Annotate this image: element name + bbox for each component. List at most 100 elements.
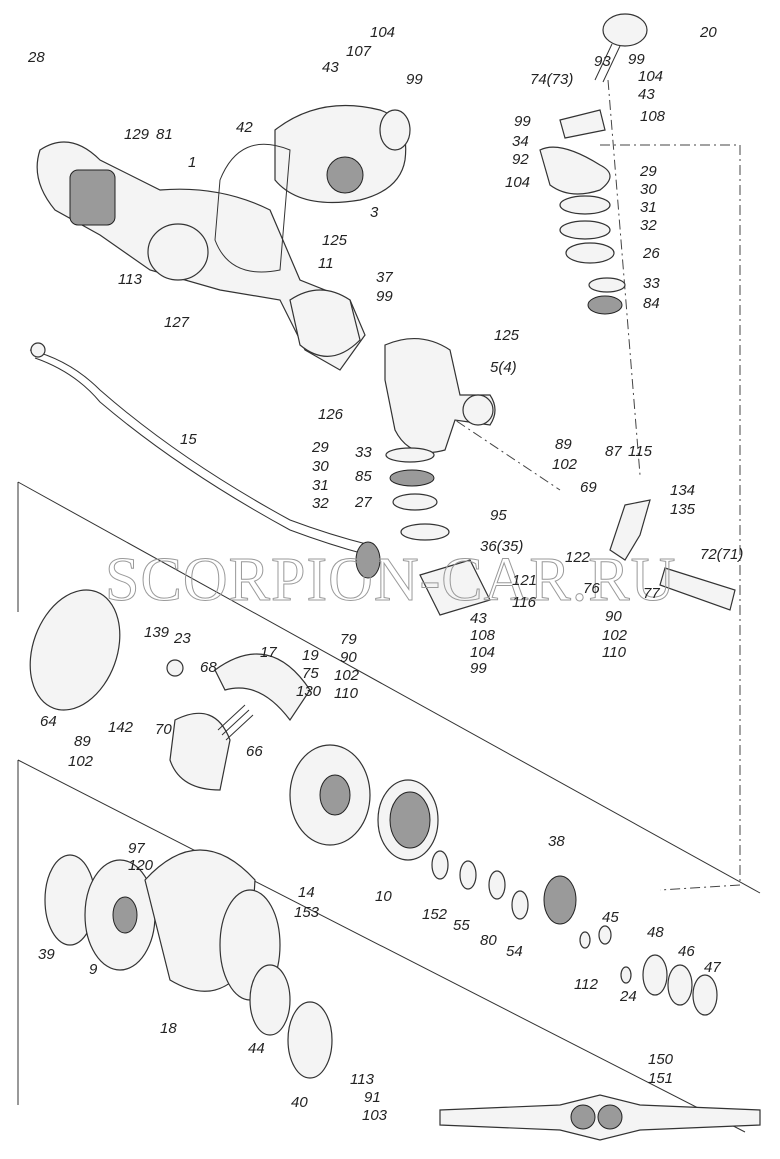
part-number-label: 24 xyxy=(619,988,637,1005)
part-number-label: 45 xyxy=(602,909,619,926)
part-number-label: 125 xyxy=(494,327,520,344)
part-number-label: 97 xyxy=(128,840,145,857)
part-number-label: 11 xyxy=(318,255,334,272)
part-number-label: 55 xyxy=(453,917,470,934)
part-number-label: 17 xyxy=(260,644,277,661)
part-number-label: 129 xyxy=(124,126,150,143)
part-number-label: 42 xyxy=(236,119,253,136)
part-number-label: 28 xyxy=(27,49,45,66)
part-number-label: 89 xyxy=(74,733,91,750)
part-number-label: 110 xyxy=(334,685,359,702)
part-number-label: 44 xyxy=(248,1040,265,1057)
part-number-label: 43 xyxy=(322,59,339,76)
part-number-label: 152 xyxy=(422,906,448,923)
part-number-label: 48 xyxy=(647,924,664,941)
tie-rod xyxy=(29,342,381,579)
part-number-label: 40 xyxy=(291,1094,308,1111)
part-number-label: 127 xyxy=(164,314,190,331)
part-number-label: 151 xyxy=(648,1070,673,1087)
part-number-label: 54 xyxy=(506,943,523,960)
part-number-label: 139 xyxy=(144,624,170,641)
part-number-label: 34 xyxy=(512,133,529,150)
part-number-label: 43 xyxy=(470,610,487,627)
part-number-label: 116 xyxy=(512,594,537,611)
part-number-label: 99 xyxy=(406,71,423,88)
wheel-hub xyxy=(289,744,718,1016)
part-number-label: 10 xyxy=(375,888,392,905)
part-number-label: 142 xyxy=(108,719,134,736)
part-number-label: 33 xyxy=(355,444,372,461)
slack-adjuster xyxy=(609,499,736,611)
part-number-label: 30 xyxy=(312,458,329,475)
brake-drum xyxy=(44,849,333,1079)
half-shaft xyxy=(439,1094,761,1141)
part-number-label: 79 xyxy=(340,631,357,648)
part-number-label: 91 xyxy=(364,1089,381,1106)
part-number-label: 99 xyxy=(628,51,645,68)
part-number-label: 104 xyxy=(370,24,395,41)
part-number-label: 36(35) xyxy=(480,538,523,555)
part-number-label: 120 xyxy=(128,857,154,874)
steering-knuckle xyxy=(384,337,496,616)
part-number-label: 68 xyxy=(200,659,217,676)
part-number-label: 9 xyxy=(89,961,98,978)
part-number-label: 102 xyxy=(334,667,360,684)
part-number-label: 18 xyxy=(160,1020,177,1037)
part-number-label: 69 xyxy=(580,479,597,496)
part-number-label: 122 xyxy=(565,549,591,566)
part-number-label: 110 xyxy=(602,644,627,661)
part-number-label: 112 xyxy=(574,976,599,993)
kingpin-stack xyxy=(539,146,626,315)
part-number-label: 102 xyxy=(602,627,628,644)
part-number-label: 99 xyxy=(376,288,393,305)
part-number-label: 90 xyxy=(340,649,357,666)
part-number-label: 31 xyxy=(312,477,329,494)
part-number-label: 80 xyxy=(480,932,497,949)
part-number-label: 33 xyxy=(643,275,660,292)
part-number-label: 125 xyxy=(322,232,348,249)
part-number-label: 107 xyxy=(346,43,372,60)
part-number-label: 115 xyxy=(628,443,653,460)
part-number-label: 5(4) xyxy=(490,359,517,376)
part-number-label: 104 xyxy=(470,644,495,661)
part-number-label: 66 xyxy=(246,743,263,760)
part-number-label: 126 xyxy=(318,406,344,423)
assembly-boundary-lines xyxy=(17,79,761,1133)
part-number-label: 108 xyxy=(470,627,496,644)
part-number-label: 31 xyxy=(640,199,657,216)
part-number-label: 43 xyxy=(638,86,655,103)
part-number-label: 76 xyxy=(583,580,600,597)
part-number-label: 23 xyxy=(173,630,191,647)
part-number-label: 92 xyxy=(512,151,529,168)
part-number-label: 70 xyxy=(155,721,172,738)
part-number-label: 77 xyxy=(643,585,660,602)
part-number-label: 103 xyxy=(362,1107,388,1124)
part-number-label: 47 xyxy=(704,959,721,976)
part-number-label: 150 xyxy=(648,1051,674,1068)
part-number-label: 108 xyxy=(640,108,666,125)
part-number-label: 26 xyxy=(642,245,660,262)
part-number-label: 121 xyxy=(512,572,537,589)
part-number-label: 84 xyxy=(643,295,660,312)
part-number-label: 90 xyxy=(605,608,622,625)
part-number-label: 99 xyxy=(470,660,487,677)
part-number-label: 81 xyxy=(156,126,173,143)
part-number-label: 102 xyxy=(68,753,94,770)
part-number-label: 32 xyxy=(640,217,657,234)
part-number-label: 85 xyxy=(355,468,372,485)
part-number-label: 135 xyxy=(670,501,696,518)
part-number-label: 113 xyxy=(350,1071,375,1088)
part-number-label: 102 xyxy=(552,456,578,473)
part-number-label: 74(73) xyxy=(530,71,573,88)
part-number-label: 3 xyxy=(370,204,379,221)
part-number-label: 37 xyxy=(376,269,393,286)
part-number-label: 72(71) xyxy=(700,546,743,563)
part-number-label: 1 xyxy=(188,154,196,171)
part-number-label: 38 xyxy=(548,833,565,850)
brake-chamber xyxy=(559,13,648,139)
part-number-label: 14 xyxy=(298,884,315,901)
part-number-label: 104 xyxy=(638,68,663,85)
